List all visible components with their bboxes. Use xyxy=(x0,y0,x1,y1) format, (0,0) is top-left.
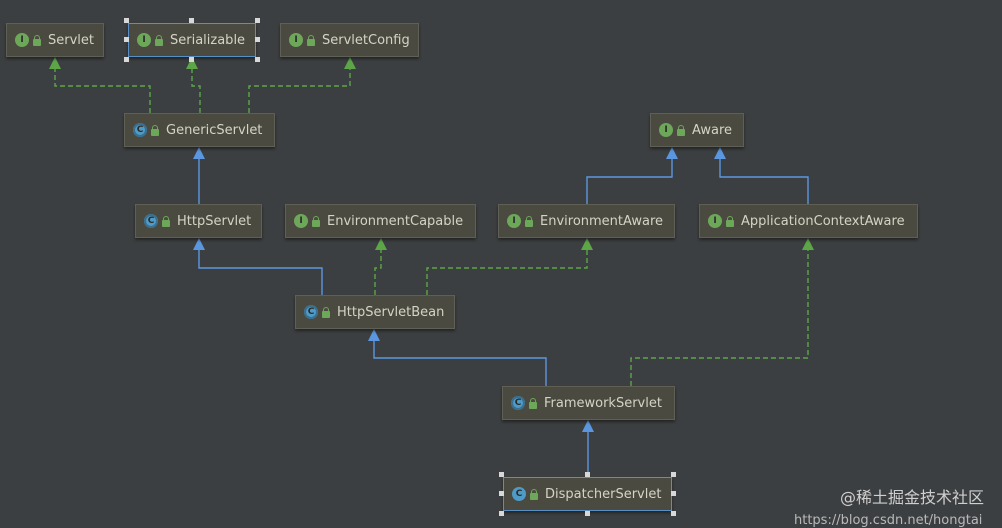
node-label: ApplicationContextAware xyxy=(741,213,905,229)
interface-icon: I xyxy=(137,33,151,47)
selection-handle[interactable] xyxy=(584,472,590,477)
node-frameworkservlet[interactable]: C FrameworkServlet xyxy=(502,386,675,420)
arrowhead-genericservlet-to-serializable xyxy=(186,57,198,69)
arrowhead-genericservlet-to-servlet xyxy=(49,57,61,69)
arrowhead-applicationcontextaware-to-aware xyxy=(714,147,726,159)
selection-handle[interactable] xyxy=(499,491,504,496)
arrowhead-httpservlet-to-genericservlet xyxy=(193,147,205,159)
selection-handle[interactable] xyxy=(189,18,194,23)
edge-implements-genericservlet-to-servlet xyxy=(54,67,151,113)
node-label: DispatcherServlet xyxy=(545,486,662,502)
edge-extends-environmentaware-to-aware xyxy=(586,157,673,204)
node-genericservlet[interactable]: C GenericServlet xyxy=(124,113,275,147)
watermark: @稀土掘金技术社区 xyxy=(839,488,984,507)
selection-handle[interactable] xyxy=(499,511,504,516)
public-visibility-icon xyxy=(162,215,170,227)
edge-implements-httpservletbean-to-environmentaware xyxy=(426,248,588,295)
arrowhead-environmentaware-to-aware xyxy=(666,147,678,159)
public-visibility-icon xyxy=(312,215,320,227)
selection-handle[interactable] xyxy=(189,57,194,62)
node-servletconfig[interactable]: I ServletConfig xyxy=(280,23,419,57)
public-visibility-icon xyxy=(33,34,41,46)
node-label: HttpServlet xyxy=(177,213,252,229)
selection-handle[interactable] xyxy=(124,18,129,23)
selection-handle[interactable] xyxy=(124,57,129,62)
interface-icon: I xyxy=(294,214,308,228)
node-label: Aware xyxy=(692,122,733,138)
public-visibility-icon xyxy=(322,306,330,318)
interface-icon: I xyxy=(708,214,722,228)
class-icon: C xyxy=(512,487,526,501)
public-visibility-icon xyxy=(525,215,533,227)
public-visibility-icon xyxy=(529,397,537,409)
public-visibility-icon xyxy=(677,124,685,136)
node-label: EnvironmentCapable xyxy=(327,213,464,229)
selection-handle[interactable] xyxy=(671,472,676,477)
public-visibility-icon xyxy=(530,488,538,500)
class-icon: C xyxy=(511,396,525,410)
selection-handle[interactable] xyxy=(124,37,129,42)
selection-handle[interactable] xyxy=(255,18,260,23)
interface-icon: I xyxy=(659,123,673,137)
public-visibility-icon xyxy=(155,34,163,46)
arrowhead-httpservletbean-to-environmentaware xyxy=(581,238,593,250)
arrowhead-frameworkservlet-to-applicationcontextaware xyxy=(802,238,814,250)
class-icon: C xyxy=(304,305,318,319)
selection-handle[interactable] xyxy=(671,491,676,496)
edge-extends-httpservletbean-to-httpservlet xyxy=(198,248,323,295)
node-label: GenericServlet xyxy=(166,122,263,138)
node-applicationcontextaware[interactable]: I ApplicationContextAware xyxy=(699,204,918,238)
public-visibility-icon xyxy=(307,34,315,46)
public-visibility-icon xyxy=(726,215,734,227)
edge-implements-httpservletbean-to-environmentcapable xyxy=(374,248,382,295)
node-dispatcherservlet[interactable]: C DispatcherServlet xyxy=(503,477,672,511)
node-httpservletbean[interactable]: C HttpServletBean xyxy=(295,295,455,329)
edge-extends-applicationcontextaware-to-aware xyxy=(719,157,809,204)
node-label: Serializable xyxy=(170,32,246,48)
node-label: EnvironmentAware xyxy=(540,213,664,229)
selection-handle[interactable] xyxy=(499,472,504,477)
selection-handle[interactable] xyxy=(255,37,260,42)
edge-extends-frameworkservlet-to-httpservletbean xyxy=(373,339,547,386)
interface-icon: I xyxy=(15,33,29,47)
edge-implements-genericservlet-to-servletconfig xyxy=(248,67,351,113)
interface-icon: I xyxy=(507,214,521,228)
public-visibility-icon xyxy=(151,124,159,136)
node-httpservlet[interactable]: C HttpServlet xyxy=(135,204,262,238)
interface-icon: I xyxy=(289,33,303,47)
url-partial-text: https://blog.csdn.net/hongtai xyxy=(794,513,983,528)
arrowhead-genericservlet-to-servletconfig xyxy=(344,57,356,69)
arrowhead-dispatcherservlet-to-frameworkservlet xyxy=(582,420,594,432)
edge-implements-genericservlet-to-serializable xyxy=(191,67,201,113)
node-servlet[interactable]: I Servlet xyxy=(6,23,104,57)
selection-handle[interactable] xyxy=(584,511,590,516)
arrowhead-httpservletbean-to-environmentcapable xyxy=(375,238,387,250)
arrowhead-httpservletbean-to-httpservlet xyxy=(193,238,205,250)
node-aware[interactable]: I Aware xyxy=(650,113,744,147)
node-label: HttpServletBean xyxy=(337,304,445,320)
node-environmentcapable[interactable]: I EnvironmentCapable xyxy=(285,204,476,238)
class-icon: C xyxy=(144,214,158,228)
node-serializable[interactable]: I Serializable xyxy=(128,23,256,57)
node-environmentaware[interactable]: I EnvironmentAware xyxy=(498,204,675,238)
node-label: FrameworkServlet xyxy=(544,395,662,411)
node-label: ServletConfig xyxy=(322,32,410,48)
node-label: Servlet xyxy=(48,32,94,48)
class-icon: C xyxy=(133,123,147,137)
arrowhead-frameworkservlet-to-httpservletbean xyxy=(368,329,380,341)
selection-handle[interactable] xyxy=(671,511,676,516)
selection-handle[interactable] xyxy=(255,57,260,62)
edge-implements-frameworkservlet-to-applicationcontextaware xyxy=(630,248,809,386)
